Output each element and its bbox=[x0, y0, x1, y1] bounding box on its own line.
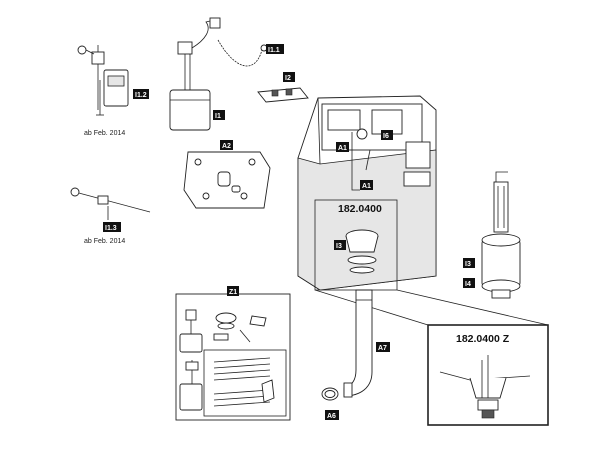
svg-text:I1.3: I1.3 bbox=[105, 225, 117, 232]
svg-text:A7: A7 bbox=[378, 345, 387, 352]
svg-text:I3: I3 bbox=[465, 261, 471, 268]
detail-box-182-0400-z bbox=[427, 324, 549, 426]
hose-i13 bbox=[70, 187, 151, 220]
svg-text:I4: I4 bbox=[465, 281, 471, 288]
mounting-plate-a2 bbox=[183, 151, 271, 209]
label-a1-top: A1 bbox=[336, 142, 349, 152]
kit-box-z1 bbox=[175, 293, 291, 421]
svg-text:A1: A1 bbox=[338, 145, 347, 152]
fill-valve-i1 bbox=[169, 17, 221, 131]
fill-valve-i12 bbox=[77, 45, 129, 116]
label-i3-right: I3 bbox=[463, 258, 475, 268]
label-i2: I2 bbox=[283, 72, 295, 82]
svg-text:A1: A1 bbox=[362, 183, 371, 190]
label-i12: I1.2 bbox=[133, 89, 149, 99]
label-a2: A2 bbox=[220, 140, 233, 150]
svg-text:A2: A2 bbox=[222, 143, 231, 150]
svg-text:I6: I6 bbox=[383, 133, 389, 140]
label-z1: Z1 bbox=[227, 286, 239, 296]
drain-pipe-a7 bbox=[343, 289, 373, 398]
part-number-main: 182.0400 bbox=[338, 203, 382, 215]
label-a7: A7 bbox=[376, 342, 390, 352]
cistern-body bbox=[297, 95, 437, 291]
svg-text:I1.1: I1.1 bbox=[268, 47, 280, 54]
hose-i11 bbox=[217, 39, 268, 67]
svg-text:I2: I2 bbox=[285, 75, 291, 82]
svg-text:A6: A6 bbox=[327, 413, 336, 420]
flush-valve-right bbox=[481, 171, 521, 299]
seal-ring-a6 bbox=[321, 387, 339, 401]
clip-i2 bbox=[257, 87, 309, 103]
label-a1-mid: A1 bbox=[360, 180, 373, 190]
detail-box-182-0400 bbox=[314, 199, 549, 326]
label-a6: A6 bbox=[325, 410, 339, 420]
note-ab-feb-2: ab Feb. 2014 bbox=[84, 238, 125, 245]
label-i6: I6 bbox=[381, 130, 393, 140]
label-i3-box: I3 bbox=[334, 240, 346, 250]
label-i11: I1.1 bbox=[266, 44, 284, 54]
svg-text:Z1: Z1 bbox=[229, 289, 237, 296]
label-i13: I1.3 bbox=[103, 222, 121, 232]
part-number-detail: 182.0400 Z bbox=[456, 333, 510, 345]
label-i4-right: I4 bbox=[463, 278, 475, 288]
label-i1: I1 bbox=[213, 110, 225, 120]
svg-text:I1.2: I1.2 bbox=[135, 92, 147, 99]
svg-text:I1: I1 bbox=[215, 113, 221, 120]
svg-text:I3: I3 bbox=[336, 243, 342, 250]
note-ab-feb-1: ab Feb. 2014 bbox=[84, 130, 125, 137]
